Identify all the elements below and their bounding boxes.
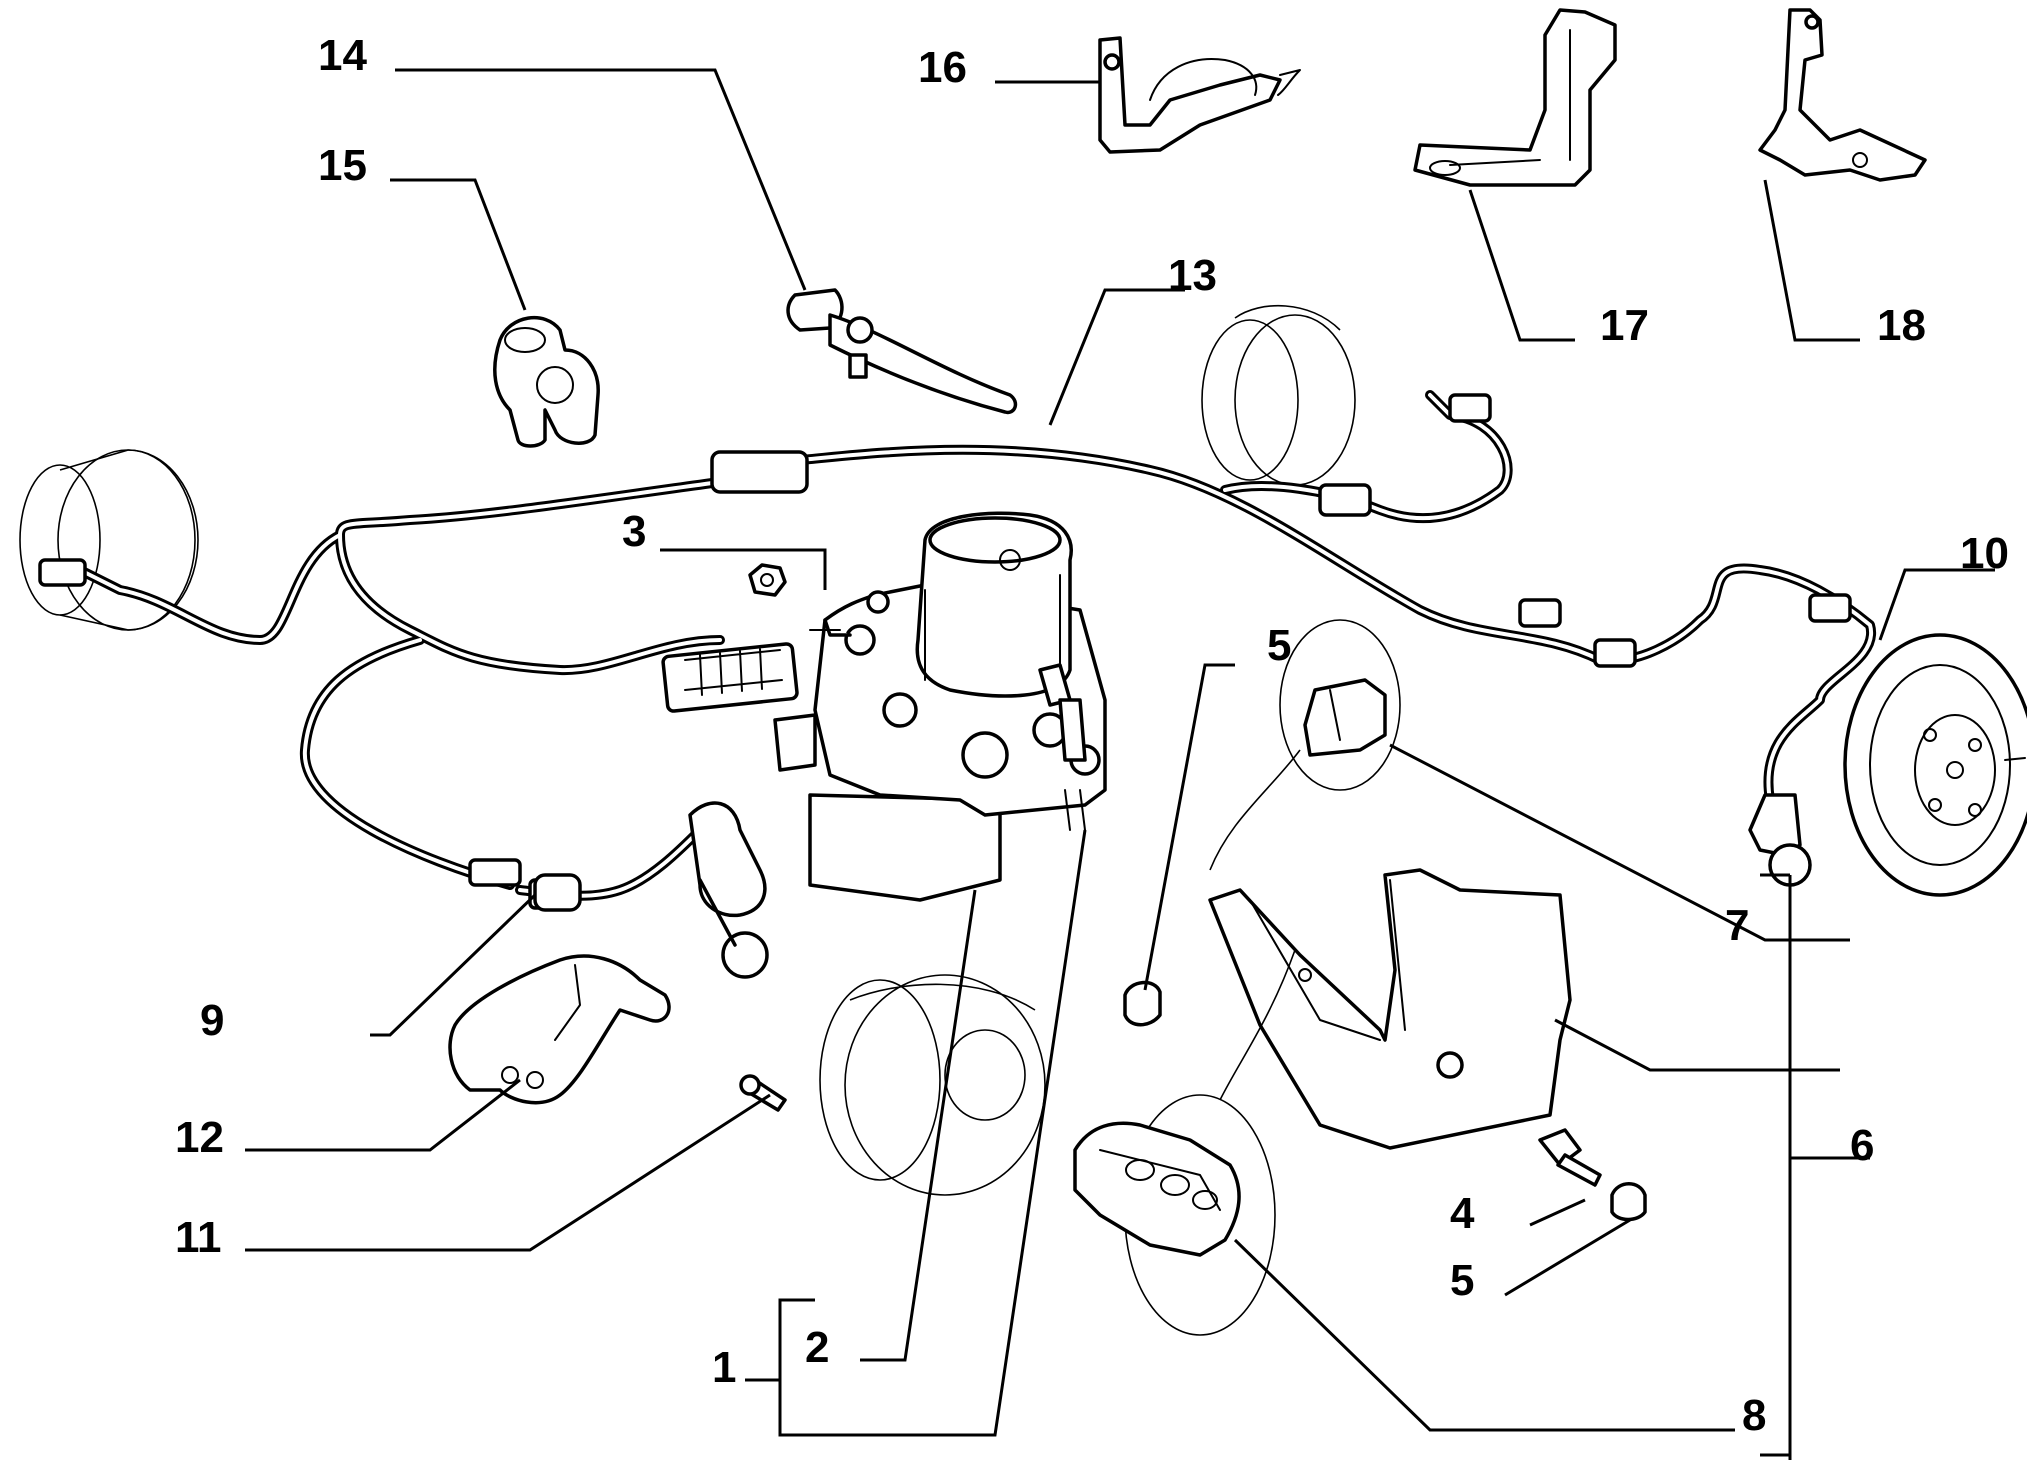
callout-14: 14 xyxy=(318,31,367,80)
ghost-wheel-front-left xyxy=(19,449,199,631)
callout-17: 17 xyxy=(1600,301,1649,350)
abs-hydraulic-unit xyxy=(773,511,1107,902)
callout-4: 4 xyxy=(1450,1189,1475,1238)
nut-3 xyxy=(748,563,787,597)
bolt-4 xyxy=(1538,1128,1602,1187)
callout-6: 6 xyxy=(1850,1121,1874,1170)
sensor-bracket xyxy=(448,954,671,1105)
callout-10: 10 xyxy=(1960,529,2009,578)
wheel-sensor-14 xyxy=(786,288,1018,415)
callout-5-lower: 5 xyxy=(1450,1256,1474,1305)
nut-5-lower xyxy=(1610,1182,1647,1222)
screw xyxy=(739,1074,787,1112)
callouts: 14 15 16 17 18 13 3 5 10 7 6 4 5 8 9 12 … xyxy=(175,31,2009,1440)
mount-8 xyxy=(1073,1121,1241,1257)
callout-7: 7 xyxy=(1725,901,1749,950)
sensor-7 xyxy=(1209,678,1387,871)
callout-16: 16 xyxy=(918,43,967,92)
wheel-sensor-15 xyxy=(493,315,600,448)
rear-wheel-sensor xyxy=(1748,793,1812,887)
callout-12: 12 xyxy=(175,1113,224,1162)
callout-15: 15 xyxy=(318,141,367,190)
leader-lines xyxy=(245,68,1995,1460)
rear-brake-drum xyxy=(1843,633,2027,897)
callout-2: 2 xyxy=(805,1323,829,1372)
wiring-harness xyxy=(38,390,1877,910)
ghost-wheel-rear-right xyxy=(1201,304,1356,486)
callout-1: 1 xyxy=(712,1343,736,1392)
ghost-disc-front xyxy=(819,974,1046,1196)
callout-8: 8 xyxy=(1742,1391,1766,1440)
support-bracket-6 xyxy=(1208,868,1572,1150)
callout-9: 9 xyxy=(200,996,224,1045)
bracket-18 xyxy=(1758,8,1927,182)
nut-5-upper xyxy=(1123,980,1162,1027)
callout-18: 18 xyxy=(1877,301,1926,350)
callout-3: 3 xyxy=(622,507,646,556)
bracket-16 xyxy=(1098,36,1301,154)
callout-13: 13 xyxy=(1168,251,1217,300)
bracket-17 xyxy=(1413,8,1617,187)
callout-11: 11 xyxy=(175,1213,222,1262)
callout-5-upper: 5 xyxy=(1267,621,1291,670)
front-left-wheel-sensor xyxy=(533,801,769,979)
